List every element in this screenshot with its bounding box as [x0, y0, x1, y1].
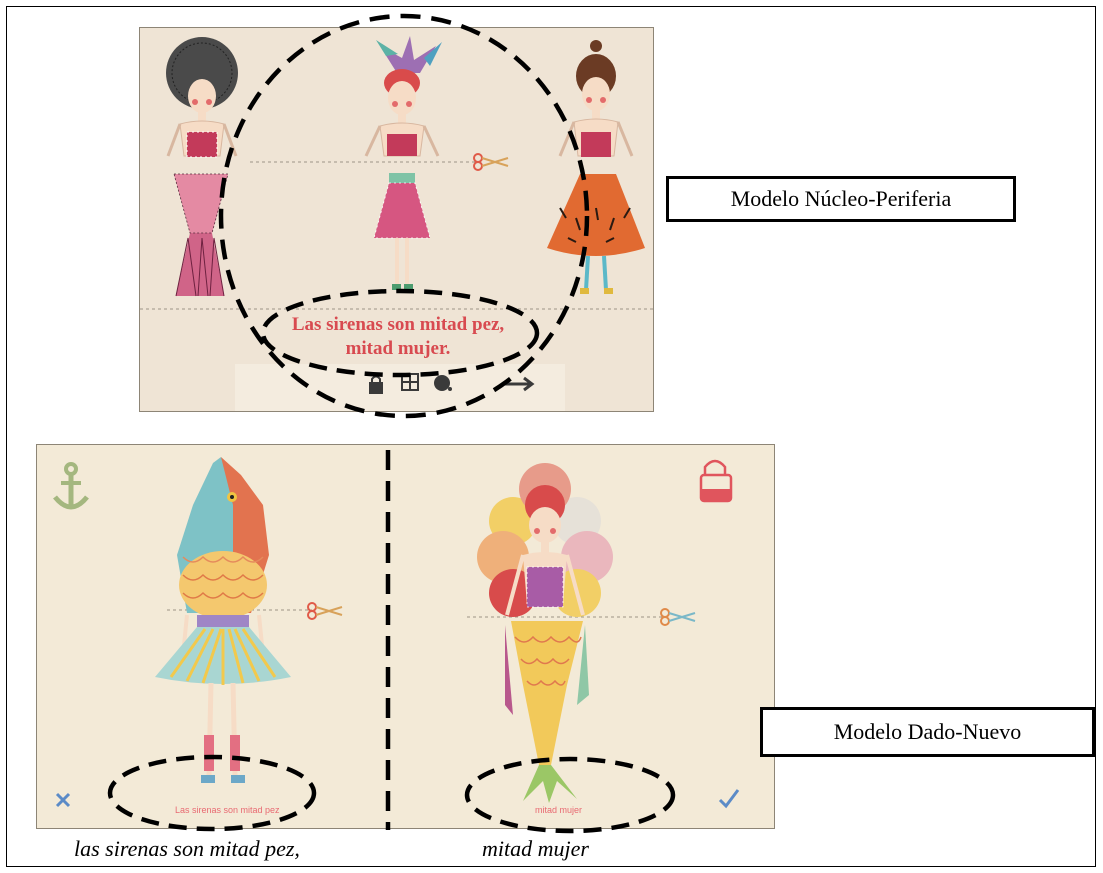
scissors-left: [307, 602, 343, 620]
figure-frame: [6, 6, 1096, 867]
doll-center: [364, 36, 442, 290]
top-sentence: Las sirenas son mitad pez, mitad mujer.: [236, 313, 560, 361]
model-label-dado-text: Modelo Dado-Nuevo: [833, 719, 1022, 744]
bottom-left-text: Las sirenas son mitad pez: [175, 805, 280, 815]
scissors-right: [660, 608, 696, 626]
x-icon: [55, 792, 71, 808]
doll-woman-top: [477, 463, 613, 617]
check-icon: [718, 789, 740, 809]
handbag-icon: [699, 459, 733, 503]
mermaid-tail-bottom: [505, 621, 589, 803]
bottom-app-screen: [36, 444, 775, 829]
model-label-dado-nuevo: Modelo Dado-Nuevo: [760, 707, 1095, 757]
caption-right: mitad mujer: [482, 836, 589, 861]
top-sentence-line1: Las sirenas son mitad pez,: [291, 314, 505, 335]
bottom-right-text: mitad mujer: [535, 805, 583, 815]
caption-left: las sirenas son mitad pez,: [74, 836, 300, 861]
model-label-nucleo-text: Modelo Núcleo-Periferia: [730, 186, 952, 211]
scissors-top: [473, 153, 509, 171]
model-label-nucleo-periferia: Modelo Núcleo-Periferia: [666, 176, 1016, 222]
bottom-screen-illustration: [53, 457, 740, 809]
anchor-icon: [53, 462, 89, 510]
top-sentence-line2: mitad mujer.: [345, 338, 451, 359]
doll-skirt-bottom: [155, 614, 291, 783]
doll-left: [166, 37, 238, 297]
doll-fish-top: [177, 457, 269, 619]
doll-right: [547, 40, 645, 294]
